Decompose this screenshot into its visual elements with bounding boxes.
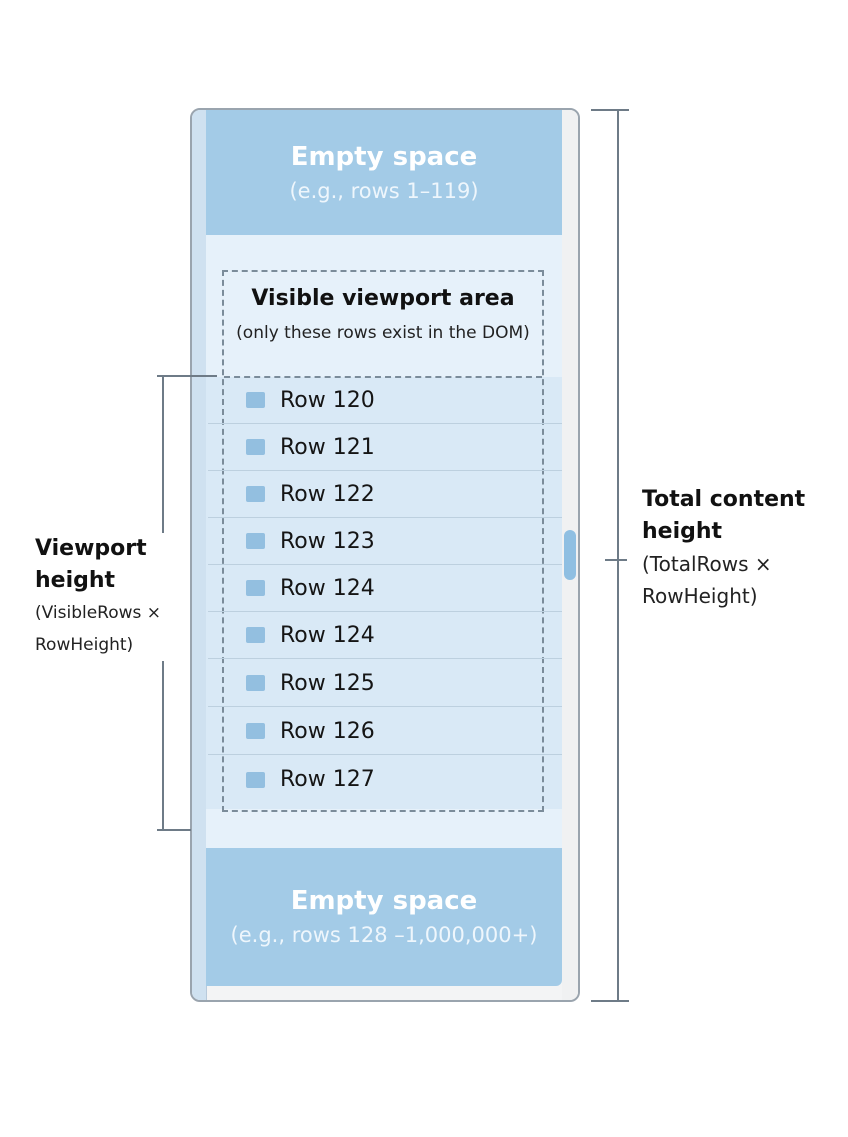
top-empty-space: Empty space (e.g., rows 1–119) [206, 110, 562, 235]
row-square-icon [246, 392, 265, 408]
bottom-empty-subtitle: (e.g., rows 128 –1,000,000+) [230, 923, 538, 947]
row-label: Row 122 [280, 481, 375, 507]
viewport-height-label: Viewport height (VisibleRows × RowHeight… [35, 533, 185, 661]
row-label: Row 121 [280, 434, 375, 460]
list-row: Row 123 [208, 518, 564, 565]
total-bracket-top [591, 109, 629, 111]
viewport-subtitle: (only these rows exist in the DOM) [236, 323, 530, 343]
row-label: Row 123 [280, 528, 375, 554]
row-label: Row 124 [280, 575, 375, 601]
row-label: Row 124 [280, 622, 375, 648]
list-row: Row 124 [208, 612, 564, 659]
top-empty-subtitle: (e.g., rows 1–119) [289, 178, 479, 203]
row-square-icon [246, 675, 265, 691]
total-label-line2: height [642, 519, 723, 544]
viewport-formula-line1: (VisibleRows × [35, 603, 162, 623]
container-left-edge [192, 110, 207, 1000]
viewport-bracket-top [157, 375, 217, 377]
row-label: Row 126 [280, 718, 375, 744]
row-label: Row 127 [280, 767, 375, 792]
total-bracket-bottom [591, 1000, 629, 1002]
row-square-icon [246, 533, 265, 549]
viewport-title: Visible viewport area [251, 286, 515, 311]
list-row: Row 120 [208, 377, 564, 424]
top-empty-title: Empty space [290, 141, 478, 172]
row-square-icon [246, 771, 265, 788]
total-formula-line2: RowHeight) [642, 584, 758, 608]
scroll-content: Empty space (e.g., rows 1–119) Visible v… [206, 110, 564, 1000]
row-label: Row 125 [280, 670, 375, 696]
row-square-icon [246, 439, 265, 455]
total-label-line1: Total content [642, 487, 806, 512]
list-row: Row 126 [208, 708, 564, 755]
row-square-icon [246, 723, 265, 739]
total-bracket-vertical [617, 110, 619, 1001]
total-height-label: Total content height (TotalRows × RowHei… [642, 484, 842, 612]
total-bracket-mid-tick [605, 559, 627, 561]
viewport-label-line1: Viewport [35, 536, 147, 561]
list-row: Row 125 [208, 660, 564, 707]
row-label: Row 120 [280, 387, 375, 413]
scrollbar-thumb[interactable] [564, 530, 576, 580]
total-formula-line1: (TotalRows × [642, 552, 772, 576]
list-row: Row 122 [208, 471, 564, 518]
list-row: Row 124 [208, 565, 564, 612]
viewport-bracket-bottom [157, 829, 191, 831]
scrollbar-track[interactable] [562, 110, 578, 1000]
row-square-icon [246, 580, 265, 596]
viewport-label-line2: height [35, 568, 116, 593]
viewport-header: Visible viewport area (only these rows e… [224, 272, 542, 378]
viewport-formula-line2: RowHeight) [35, 635, 134, 655]
rendered-region: Visible viewport area (only these rows e… [206, 235, 564, 848]
list-row: Row 127 [208, 756, 564, 803]
virtual-scroll-container: Empty space (e.g., rows 1–119) Visible v… [190, 108, 580, 1002]
visible-viewport: Visible viewport area (only these rows e… [208, 270, 564, 812]
list-row: Row 121 [208, 424, 564, 471]
bottom-empty-space: Empty space (e.g., rows 128 –1,000,000+) [206, 848, 562, 986]
rows-background [206, 377, 562, 809]
row-square-icon [246, 627, 265, 643]
row-square-icon [246, 486, 265, 502]
bottom-empty-title: Empty space [290, 886, 478, 916]
